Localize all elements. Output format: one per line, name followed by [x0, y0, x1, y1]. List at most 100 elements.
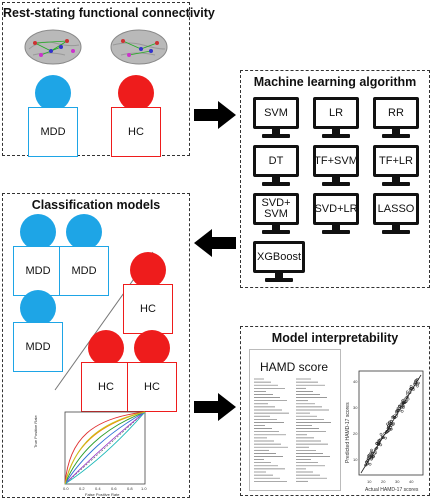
scatter-ylabel: Predicted HAMD-17 scores: [345, 402, 351, 463]
hc-figure: HC: [81, 330, 131, 412]
roc-tick: 1.0: [141, 486, 147, 491]
monitor-stand: [392, 225, 400, 230]
monitor-stand: [272, 129, 280, 134]
roc-tick: 0.6: [111, 486, 117, 491]
algorithm-label: XGBoost: [253, 241, 305, 273]
hc-head: [118, 75, 154, 111]
monitor-base: [322, 182, 350, 186]
scatter-point: [406, 392, 409, 396]
hc-label: HC: [111, 107, 161, 157]
mdd-figure: MDD: [59, 214, 109, 296]
monitor-base: [262, 134, 290, 138]
scatter-point: [375, 442, 378, 445]
hc-figure: HC: [111, 75, 161, 157]
scatter-point: [374, 451, 378, 454]
mdd-figure: MDD: [13, 290, 63, 372]
scatter-point: [412, 388, 415, 391]
monitor-base: [382, 134, 410, 138]
scatter-point: [409, 387, 413, 390]
algorithm-monitor: LR: [313, 97, 359, 139]
hamd-doc-title: HAMD score: [260, 360, 329, 374]
scatter-point: [408, 391, 412, 395]
monitor-stand: [272, 225, 280, 230]
monitor-stand: [392, 129, 400, 134]
algorithm-label: TF+SVM: [313, 145, 359, 177]
scatter-point: [402, 406, 405, 409]
scatter-point: [403, 397, 407, 401]
scatter-point: [413, 382, 416, 386]
monitor-base: [322, 134, 350, 138]
scatter-point: [405, 395, 409, 399]
scatter-point: [400, 409, 404, 413]
scatter-point: [392, 416, 396, 420]
interpretability-panel: Model interpretability HAMD score Predic…: [240, 326, 430, 496]
scatter-point: [417, 381, 420, 385]
monitor-stand: [392, 177, 400, 182]
mdd-head: [66, 214, 102, 250]
monitor-base: [382, 230, 410, 234]
algorithm-label: TF+LR: [373, 145, 419, 177]
scatter-point: [375, 441, 379, 445]
roc-tick: 0.2: [79, 486, 85, 491]
monitor-base: [262, 182, 290, 186]
scatter-point: [378, 441, 381, 445]
monitor-stand: [332, 225, 340, 230]
monitor-base: [262, 230, 290, 234]
mdd-label: MDD: [28, 107, 78, 157]
scatter-point: [400, 402, 404, 405]
scatter-xlabel: Actual HAMD-17 scores: [365, 487, 419, 493]
monitor-base: [265, 278, 293, 282]
scatter-point: [366, 459, 370, 462]
rsfc-panel: Rest-stating functional connectivity MDD…: [2, 2, 215, 157]
mdd-figure: MDD: [13, 214, 63, 296]
scatter-point: [387, 429, 391, 432]
scatter-point: [393, 415, 396, 419]
hamd-scatter-plot: [358, 370, 424, 476]
hc-head: [130, 252, 166, 288]
scatter-point: [366, 461, 370, 465]
mdd-head: [20, 290, 56, 326]
hc-label: HC: [127, 362, 177, 412]
algorithm-label: SVM: [253, 97, 299, 129]
algorithm-monitor: SVD+ SVM: [253, 193, 299, 235]
scatter-point: [398, 408, 402, 412]
hamd-document: HAMD score: [249, 349, 341, 491]
scatter-point: [375, 446, 378, 450]
hc-label: HC: [81, 362, 131, 412]
left-arrow-icon: [194, 229, 236, 257]
scatter-ytick: 20: [353, 431, 358, 436]
algorithm-label: DT: [253, 145, 299, 177]
scatter-ytick: 40: [353, 379, 358, 384]
monitor-stand: [272, 177, 280, 182]
scatter-point: [402, 401, 406, 405]
scatter-xtick: 10: [367, 479, 372, 484]
document-text-lines: [254, 378, 331, 482]
hc-head: [88, 330, 124, 366]
mdd-figure: MDD: [28, 75, 78, 157]
mdd-head: [20, 214, 56, 250]
scatter-point: [368, 462, 372, 466]
monitor-stand: [275, 273, 283, 278]
scatter-point: [413, 381, 417, 385]
mdd-head: [35, 75, 71, 111]
scatter-point: [405, 399, 408, 403]
scatter-point: [395, 414, 398, 418]
algorithm-monitor: RR: [373, 97, 419, 139]
monitor-stand: [332, 129, 340, 134]
mdd-label: MDD: [13, 246, 63, 296]
scatter-point: [377, 439, 380, 443]
scatter-point: [395, 412, 399, 416]
scatter-point: [401, 404, 405, 408]
scatter-point: [369, 451, 373, 455]
classification-title: Classification models: [31, 198, 161, 212]
classification-panel: Classification models MDD MDD MDD HC HC …: [2, 193, 190, 498]
algorithm-monitor: TF+LR: [373, 145, 419, 187]
monitor-stand: [332, 177, 340, 182]
roc-tick: 0.4: [95, 486, 101, 491]
mdd-label: MDD: [59, 246, 109, 296]
scatter-xtick: 30: [395, 479, 400, 484]
interpretability-title: Model interpretability: [271, 331, 399, 345]
monitor-base: [382, 182, 410, 186]
rsfc-title: Rest-stating functional connectivity: [3, 6, 215, 20]
algorithm-monitor: SVD+LR: [313, 193, 359, 235]
